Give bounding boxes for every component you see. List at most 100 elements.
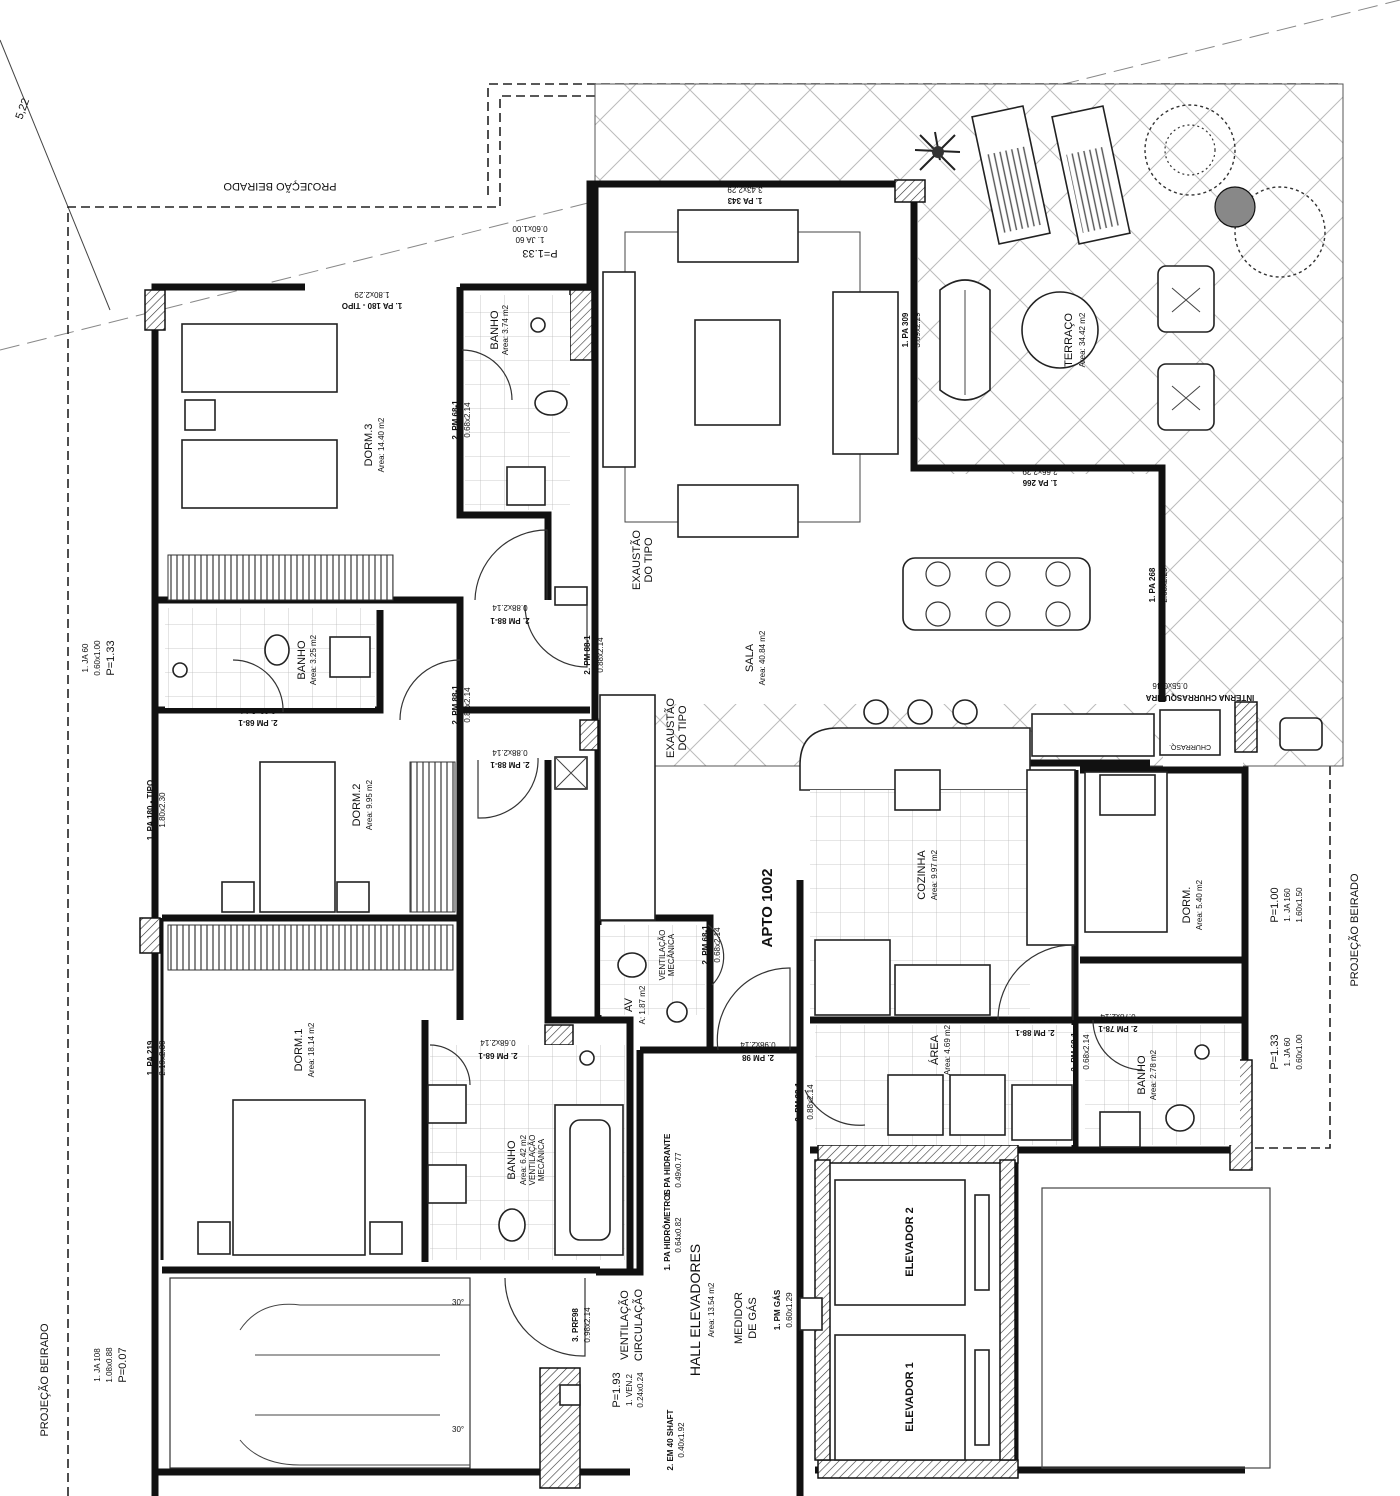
pm68-banho3-dim: 0.68x2.14	[463, 402, 472, 438]
room-bath-2-78: BANHO Area: 2.78 m2	[1085, 1025, 1240, 1148]
pm88-dorm-dim: 0.88x2.14	[1017, 1015, 1053, 1024]
room-bath-3-25: BANHO Area: 3.25 m2	[165, 608, 375, 708]
dorm3-name: DORM.3	[363, 424, 375, 467]
hydrometer-dim: 0.64x0.82	[674, 1217, 683, 1253]
gas-meter-label-2: DE GÁS	[746, 1297, 759, 1339]
elevator-1-label: ELEVADOR 1	[904, 1362, 916, 1431]
churrasq-label: CHURRASQ.	[1169, 743, 1211, 750]
gas-meter-label-1: MEDIDOR	[733, 1292, 745, 1344]
sun-lounger	[971, 105, 1051, 245]
room-kitchen: COZINHA Area: 9.97 m2	[810, 769, 1076, 1016]
ven2-dim: 0.24x0.24	[636, 1372, 645, 1408]
pm68-av-dim: 0.68x2.14	[713, 927, 722, 963]
pa343-code: 1. PA 343	[727, 196, 762, 205]
ja108-dim: 1.08x0.88	[105, 1347, 114, 1383]
pm68-banho2-code: 2. PM 68-1	[238, 718, 278, 727]
dorm-service-name: DORM.	[1181, 887, 1193, 924]
pm-gas-dim: 0.60x1.29	[785, 1292, 794, 1328]
ja160-p: P=1.00	[1269, 887, 1281, 922]
plant	[1214, 186, 1326, 278]
room-service-area: ÁREA Area: 4.69 m2	[815, 1024, 1073, 1145]
pm88-area-code: 2. PM 88-1	[794, 1082, 803, 1122]
pm68-banho1-dim: 0.68x2.14	[480, 1038, 516, 1047]
pa180-left-dim: 1.80x2.30	[158, 792, 167, 828]
hall-area: Area: 13.54 m2	[707, 1282, 716, 1337]
pm68-av-code: 2. PM 68-1	[701, 925, 710, 965]
service-area-area: Area: 4.69 m2	[943, 1024, 952, 1075]
pm88-dorm3-code: 2. PM 88-1	[490, 616, 530, 625]
dorm1-name: DORM.1	[293, 1029, 305, 1072]
ja108-code: 1. JA 108	[93, 1348, 102, 1382]
ja108-p: P=0.07	[117, 1347, 129, 1382]
hall: HALL ELEVADORES Area: 13.54 m2 MEDIDOR D…	[618, 1133, 759, 1470]
elevators: ELEVADOR 2 ELEVADOR 1	[799, 1179, 1271, 1469]
armchair	[1157, 265, 1215, 333]
ja160-code: 1. JA 160	[1283, 888, 1292, 922]
exhaust-label-2: DO TIPO	[643, 537, 655, 582]
bath325-area: Area: 3.25 m2	[309, 634, 318, 685]
bath642-note-2: MECÂNICA	[537, 1138, 546, 1181]
pm-gas-code: 1. PM GÁS	[773, 1289, 782, 1330]
room-av: AV A: 1.87 m2 VENTILAÇÃO MECÂNICA	[600, 925, 705, 1024]
exhaust-label-3: EXAUSTÃO	[664, 698, 677, 758]
dorm3-area: Area: 14.40 m2	[377, 417, 386, 472]
room-bath-6-42: BANHO Area: 6.42 m2 VENTILAÇÃO MECÂNICA	[427, 1045, 625, 1260]
elevator-2-label: ELEVADOR 2	[904, 1207, 916, 1276]
terrace-area: Area: 34.42 m2	[1078, 312, 1087, 367]
service-area-name: ÁREA	[928, 1034, 941, 1065]
hall-name: HALL ELEVADORES	[687, 1244, 703, 1376]
pm68-banho1-code: 2. PM 68-1	[478, 1051, 518, 1060]
apartment-label: APTO 1002	[759, 869, 776, 948]
plant	[914, 131, 961, 171]
hydrant-dim: 0.49x0.77	[674, 1152, 683, 1188]
pa219-dim: 2.19x2.30	[158, 1040, 167, 1076]
pa309-dim: 3.09x2.29	[913, 312, 922, 348]
pm68-banho-e-code: 2. PM 68-1	[1070, 1032, 1079, 1072]
pa268-dim: 2.68x2.29	[1160, 567, 1169, 603]
kitchen-area: Area: 9.97 m2	[930, 849, 939, 900]
kitchen-counter: CHURRASQ.	[799, 699, 1323, 791]
pm88-dorm2b-code: 2. PM 88-1	[490, 760, 530, 769]
stair-rise-2: 30°	[452, 1425, 464, 1434]
pm88-area-dim: 0.88x2.14	[806, 1084, 815, 1120]
pm88-dorm3-dim: 0.88x2.14	[492, 603, 528, 612]
plant	[1144, 104, 1236, 196]
dorm2-name: DORM.2	[351, 784, 363, 827]
ven2-p: P=1.93	[611, 1372, 623, 1407]
av-area: A: 1.87 m2	[638, 985, 647, 1024]
room-bath-3-74: BANHO Area: 3.74 m2	[465, 295, 570, 510]
pa268-code: 1. PA 268	[1148, 567, 1157, 602]
pm68-banho3-code: 2. PM 68-1	[451, 400, 460, 440]
hydrometer-label: 1. PA HIDRÔMETROS	[663, 1189, 672, 1271]
dimension-label: 5,22	[14, 97, 33, 121]
sun-lounger	[1051, 105, 1131, 245]
pa180-left-code: 1. PA 180 - TIPO	[146, 780, 155, 840]
room-living: SALA Area: 40.84 m2 APTO 1002 EXAUSTÃO D…	[554, 209, 1091, 948]
ja60-left-dim: 0.60x1.00	[93, 640, 102, 676]
ven2-code: 1. VEN.2	[625, 1373, 634, 1406]
room-dorm-1: DORM.1 Area: 18.14 m2	[167, 924, 454, 1256]
pa219-code: 1. PA 219	[146, 1040, 155, 1075]
dining-chairs	[925, 561, 1071, 627]
pm88-sala-code: 2. PM 88-1	[583, 635, 592, 675]
pm98-dim: 0.98x2.14	[740, 1040, 776, 1049]
pa266-dim: 2.66x2.29	[1022, 467, 1058, 476]
pa309-code: 1. PA 309	[901, 312, 910, 347]
room-dorm-2: DORM.2 Area: 9.95 m2	[221, 761, 456, 913]
dorm2-area: Area: 9.95 m2	[365, 779, 374, 830]
eave-label-left: PROJEÇÃO BEIRADO	[38, 1323, 51, 1437]
pm78-code: 2. PM 78-1	[1098, 1024, 1138, 1033]
opening-tags: P=1.33 1. JA 60 0.60x1.00 1. JA 60 0.60x…	[81, 185, 1304, 1408]
terrace-name: TERRAÇO	[1063, 313, 1075, 367]
bath278-name: BANHO	[1136, 1055, 1148, 1095]
exhaust-label-1: EXAUSTÃO	[630, 530, 643, 590]
av-note-2: MECÂNICA	[667, 933, 676, 976]
dorm1-area: Area: 18.14 m2	[307, 1022, 316, 1077]
round-table	[1021, 291, 1099, 369]
ja60-right-p: P=1.33	[1269, 1034, 1281, 1069]
living-name: SALA	[744, 643, 756, 672]
pa180-top-code: 1. PA 180 - TIPO	[342, 301, 402, 310]
pm88-dorm-code: 2. PM 88-1	[1015, 1028, 1055, 1037]
vent-circ-1: VENTILAÇÃO	[618, 1290, 631, 1360]
door-swings	[232, 349, 1144, 1357]
